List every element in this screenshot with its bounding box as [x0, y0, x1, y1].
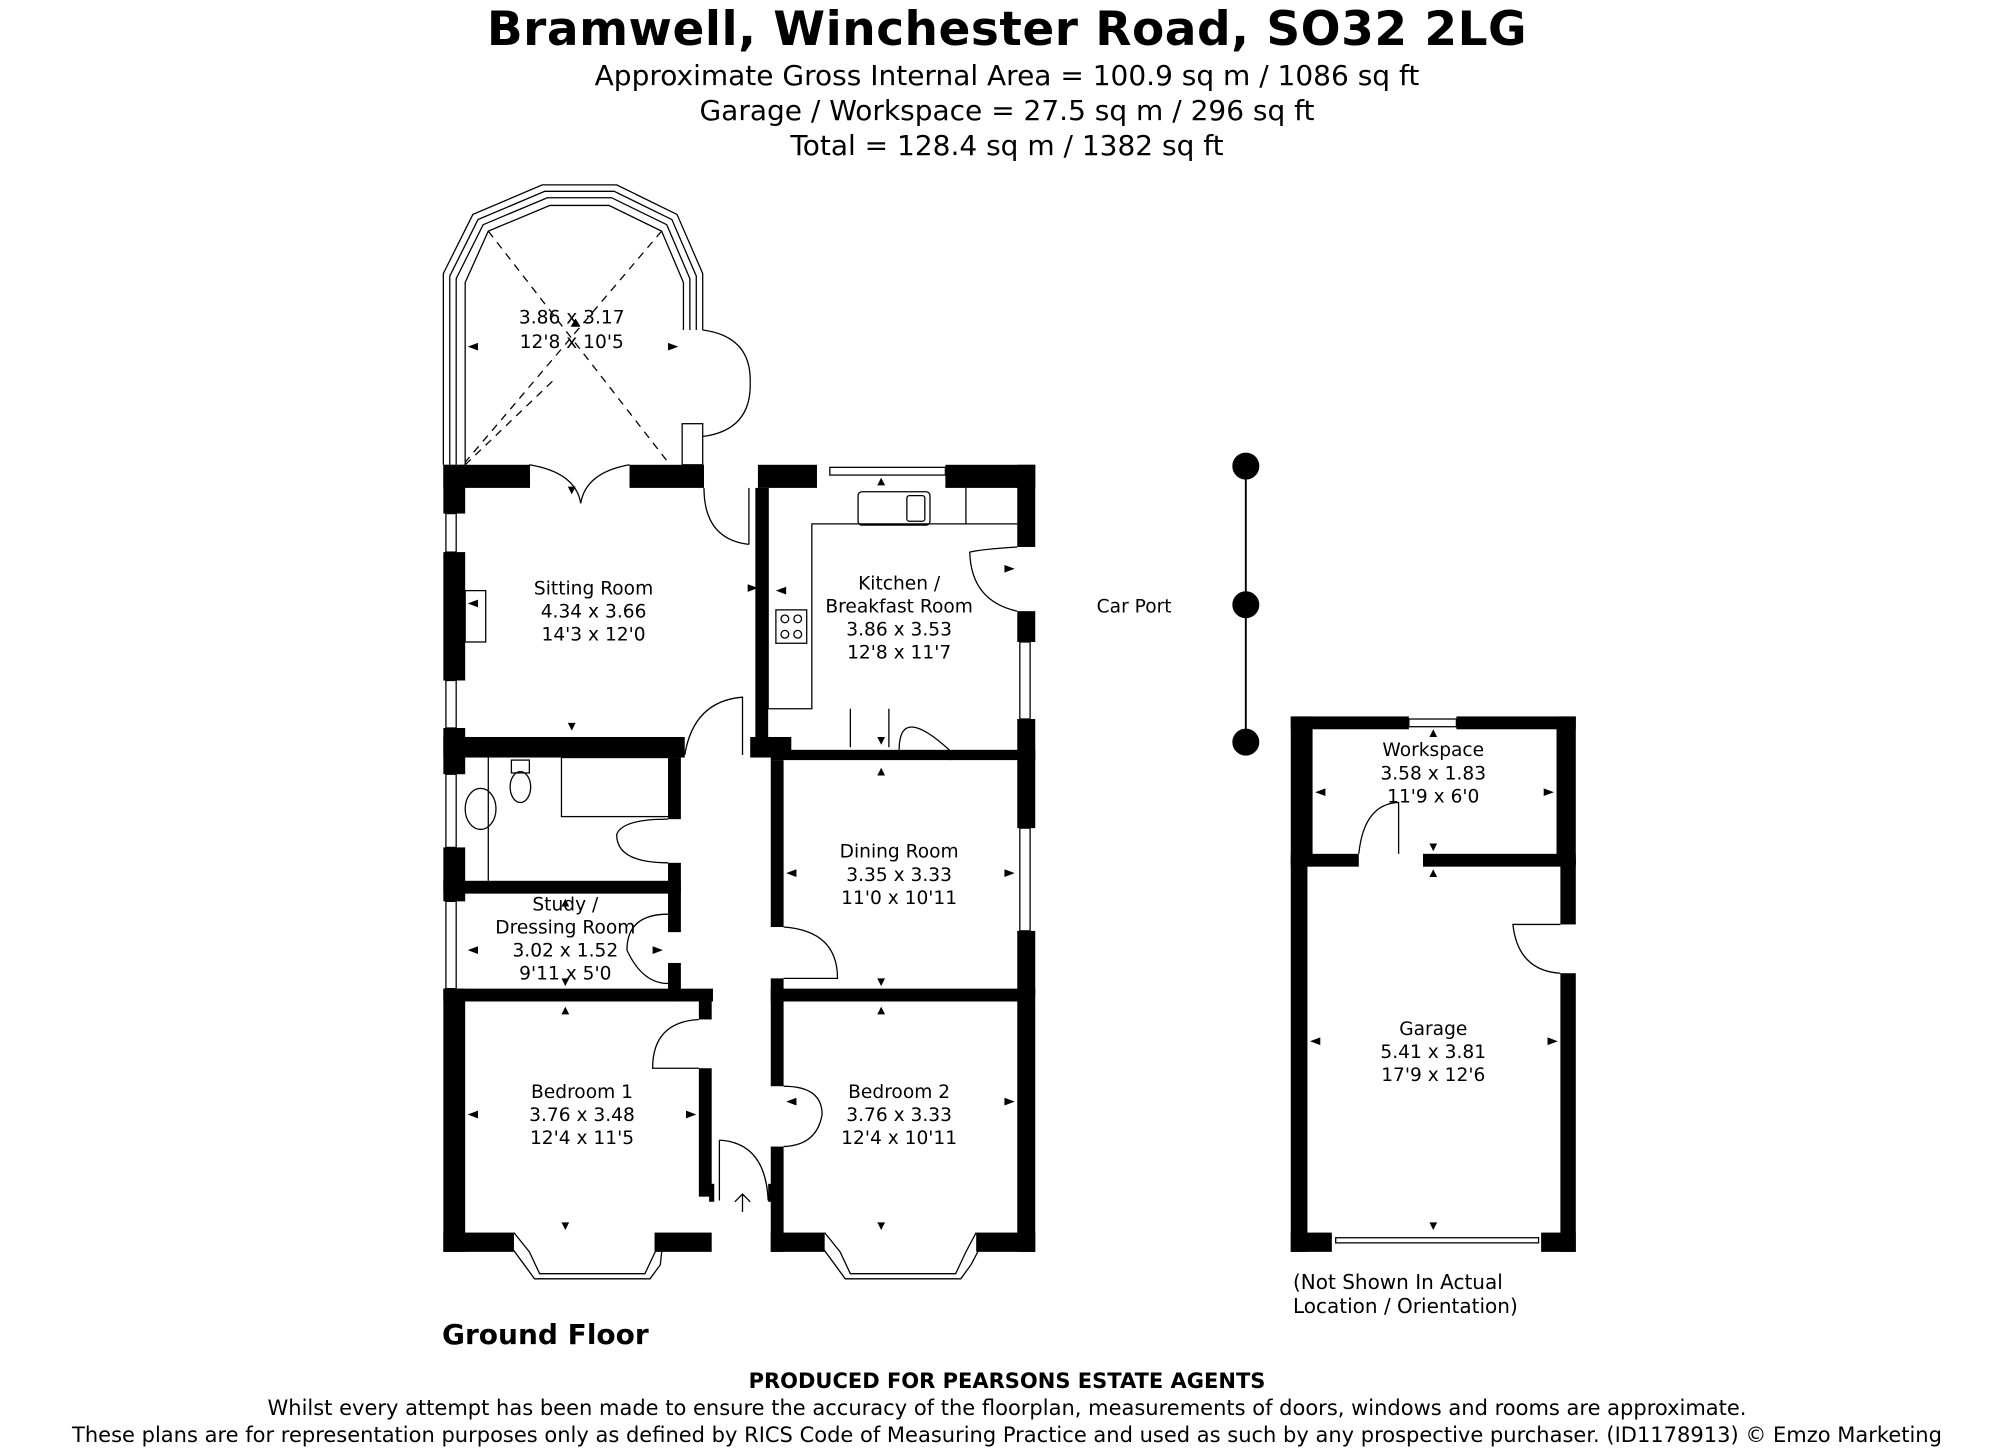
fixtures	[464, 487, 1018, 881]
car-port	[1232, 452, 1260, 756]
dining-room-metric: 3.35 x 3.33	[846, 865, 952, 886]
total-area: Total = 128.4 sq m / 1382 sq ft	[790, 129, 1224, 162]
post-icon	[1232, 591, 1260, 619]
basin-icon	[464, 787, 497, 831]
property-title: Bramwell, Winchester Road, SO32 2LG	[486, 2, 1528, 57]
dining-room-name: Dining Room	[840, 842, 959, 863]
bedroom-2-imperial: 12'4 x 10'11	[841, 1128, 957, 1149]
walls	[443, 464, 1036, 1252]
car-port-label: Car Port	[1097, 596, 1172, 617]
disclaimer-line2: These plans are for representation purpo…	[72, 1423, 1942, 1447]
produced-for: PRODUCED FOR PEARSONS ESTATE AGENTS	[748, 1369, 1266, 1393]
windows	[445, 466, 1031, 1280]
study-name-line2: Dressing Room	[495, 917, 635, 938]
outbuilding-note-line1: (Not Shown In Actual	[1293, 1270, 1503, 1294]
dimension-arrow-icon	[570, 318, 581, 327]
kitchen-metric: 3.86 x 3.53	[846, 620, 952, 641]
garage-workspace-area: Garage / Workspace = 27.5 sq m / 296 sq …	[699, 94, 1315, 127]
sitting-room-imperial: 14'3 x 12'0	[542, 625, 646, 646]
garage-building	[1290, 716, 1576, 1252]
study-imperial: 9'11 x 5'0	[519, 964, 611, 985]
footer: PRODUCED FOR PEARSONS ESTATE AGENTS Whil…	[0, 1368, 2014, 1449]
bedroom-1-metric: 3.76 x 3.48	[529, 1105, 635, 1126]
dining-room-imperial: 11'0 x 10'11	[841, 888, 957, 909]
outbuilding-note-line2: Location / Orientation)	[1293, 1294, 1518, 1318]
sitting-room-name: Sitting Room	[534, 578, 653, 599]
sink-icon	[857, 491, 931, 526]
garage-metric: 5.41 x 3.81	[1380, 1042, 1486, 1063]
garage-name: Garage	[1399, 1019, 1467, 1040]
bedroom-1-imperial: 12'4 x 11'5	[530, 1128, 634, 1149]
dimension-arrows	[467, 342, 1015, 1231]
kitchen-imperial: 12'8 x 11'7	[847, 643, 951, 664]
shower-tray	[560, 756, 670, 818]
post-icon	[1232, 728, 1260, 756]
toilet-icon	[509, 771, 532, 804]
floor-name: Ground Floor	[442, 1318, 649, 1351]
disclaimer-line1: Whilst every attempt has been made to en…	[267, 1396, 1747, 1420]
bedroom-2-metric: 3.76 x 3.33	[846, 1105, 952, 1126]
workspace-metric: 3.58 x 1.83	[1380, 763, 1486, 784]
conservatory-imperial: 12'8 x 10'5	[520, 332, 624, 353]
garage-imperial: 17'9 x 12'6	[1381, 1065, 1485, 1086]
kitchen-name-line1: Kitchen /	[858, 573, 941, 594]
conservatory-metric: 3.86 x 3.17	[519, 308, 625, 329]
conservatory	[442, 184, 751, 466]
bedroom-2-name: Bedroom 2	[848, 1082, 950, 1103]
workspace-imperial: 11'9 x 6'0	[1387, 786, 1479, 807]
bedroom-1-name: Bedroom 1	[531, 1082, 633, 1103]
workspace-name: Workspace	[1382, 740, 1484, 761]
study-name-line1: Study /	[532, 894, 599, 915]
entrance-arrow-icon	[734, 1193, 751, 1213]
post-icon	[1232, 452, 1260, 480]
header: Bramwell, Winchester Road, SO32 2LG Appr…	[0, 0, 2014, 163]
gross-internal-area: Approximate Gross Internal Area = 100.9 …	[594, 59, 1420, 92]
sitting-room-metric: 4.34 x 3.66	[541, 602, 647, 623]
hob-icon	[775, 609, 808, 644]
kitchen-name-line2: Breakfast Room	[825, 596, 973, 617]
study-metric: 3.02 x 1.52	[512, 941, 618, 962]
doors	[528, 464, 1018, 1213]
outbuilding-note: (Not Shown In Actual Location / Orientat…	[1293, 1270, 1518, 1318]
